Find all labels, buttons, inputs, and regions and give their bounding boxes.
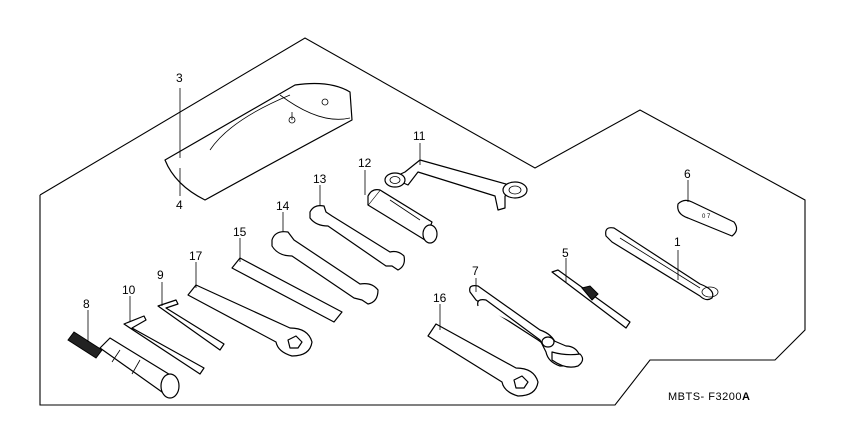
open-end-wrench-13 — [309, 205, 405, 271]
callout-14: 14 — [276, 199, 290, 213]
ring-wrench-16 — [427, 323, 539, 397]
screwdriver-handle — [367, 189, 438, 244]
diagram-boundary — [39, 37, 806, 406]
callout-8: 8 — [83, 297, 90, 311]
diagram-code-suffix: A — [742, 391, 750, 403]
diagram-code: MBTS- F3200A — [668, 391, 750, 403]
ring-wrench-17 — [187, 284, 313, 357]
callout-3: 3 — [176, 71, 183, 85]
open-end-wrench-14 — [271, 231, 379, 305]
callout-1: 1 — [674, 235, 681, 249]
tool-bag — [164, 82, 353, 201]
callout-12: 12 — [358, 156, 372, 170]
callout-17: 17 — [189, 249, 203, 263]
pin-spanner: 0 7 — [677, 199, 738, 237]
callout-6: 6 — [684, 167, 691, 181]
spark-plug-socket — [67, 331, 180, 399]
callout-15: 15 — [233, 225, 247, 239]
extension-bar — [231, 257, 343, 323]
offset-box-wrench — [384, 159, 528, 211]
pliers — [469, 285, 584, 368]
hex-key-9 — [157, 299, 225, 351]
callout-4: 4 — [176, 198, 183, 212]
screwdriver-bit — [551, 269, 631, 329]
callout-7: 7 — [472, 264, 479, 278]
callout-11: 11 — [413, 129, 426, 143]
callout-13: 13 — [313, 172, 327, 186]
callout-9: 9 — [157, 268, 164, 282]
svg-text:0 7: 0 7 — [702, 214, 711, 220]
callout-16: 16 — [433, 291, 447, 305]
tool-strap — [605, 227, 719, 301]
diagram-code-main: MBTS- F3200 — [668, 391, 742, 403]
callout-5: 5 — [562, 246, 569, 260]
callout-10: 10 — [122, 283, 136, 297]
hex-key-10 — [123, 315, 205, 375]
